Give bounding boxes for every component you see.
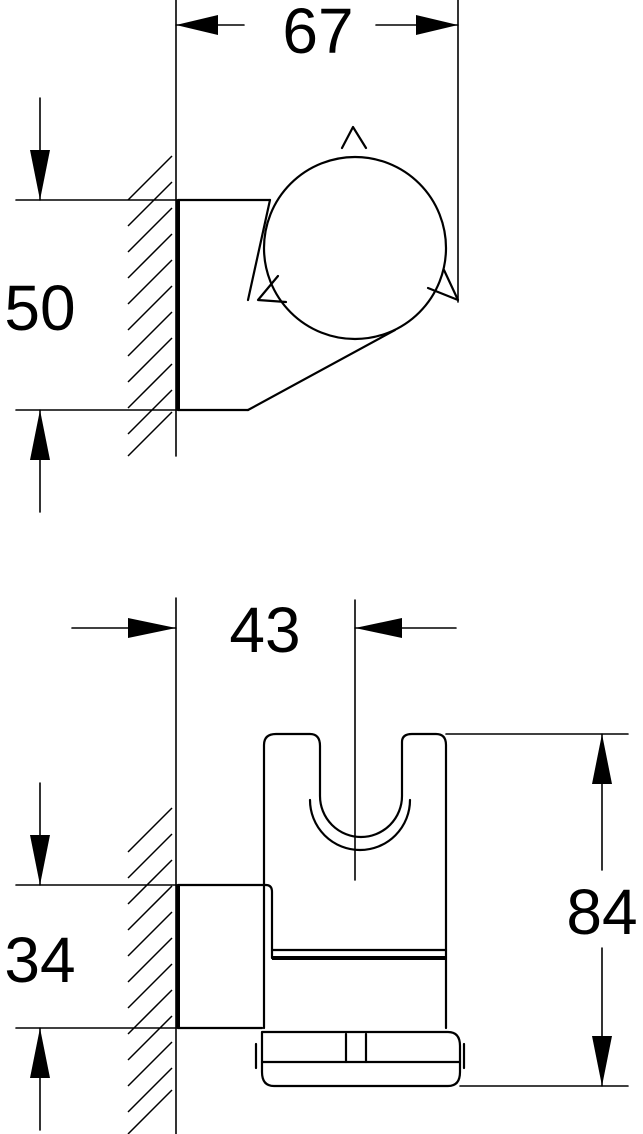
side-wall [127,597,180,1134]
side-wall-hatching [127,807,173,1134]
dim-43: 43 [71,594,457,666]
dim-34-label: 34 [4,924,75,996]
dim-43-label: 43 [229,594,300,666]
top-view: 67 50 [4,0,460,513]
dim-50-label: 50 [4,272,75,344]
side-holder-body [176,599,466,1088]
dim-84-label: 84 [566,876,637,948]
top-wall-hatching [127,155,173,457]
dim-67: 67 [175,0,459,303]
dim-84: 84 [445,733,638,1087]
side-view: 43 34 84 [4,594,638,1134]
dim-34: 34 [4,782,179,1131]
dim-50: 50 [4,97,179,513]
top-holder-body [176,125,460,412]
dim-67-label: 67 [282,0,353,67]
top-wall [127,0,180,457]
